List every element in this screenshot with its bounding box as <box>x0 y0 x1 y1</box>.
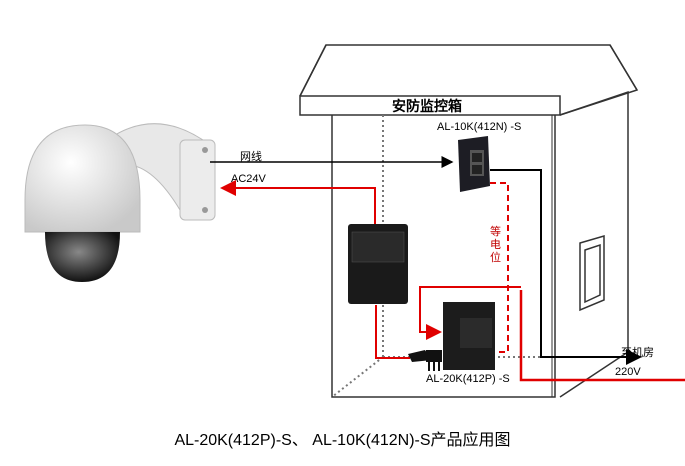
to-control-room-label: 至机房 <box>621 347 654 359</box>
mains-line <box>519 290 685 382</box>
ac24v-line <box>220 180 376 224</box>
ac-adapter <box>348 224 408 304</box>
poe-source-device <box>443 302 495 370</box>
ptz-dome-camera <box>24 123 216 282</box>
ac24v-label: AC24V <box>231 173 266 185</box>
mains-feed-line <box>419 286 521 340</box>
poe-source-label: AL-20K(412P) -S <box>426 373 510 385</box>
security-cabinet <box>299 44 639 398</box>
uplink-network-line <box>490 169 642 365</box>
network-cable-label: 网线 <box>240 151 262 163</box>
poe-receiver-label: AL-10K(412N) -S <box>437 121 522 133</box>
equipotential-label: 等 电 位 <box>490 226 501 264</box>
equipotential-line <box>490 182 509 353</box>
power-plug <box>408 350 442 371</box>
diagram-caption: AL-20K(412P)-S、 AL-10K(412N)-S产品应用图 <box>174 432 511 449</box>
adapter-to-plug-line <box>375 305 410 359</box>
mains-220v-label: 220V <box>615 366 641 378</box>
poe-receiver-device <box>458 136 490 192</box>
cabinet-title: 安防监控箱 <box>392 98 462 114</box>
